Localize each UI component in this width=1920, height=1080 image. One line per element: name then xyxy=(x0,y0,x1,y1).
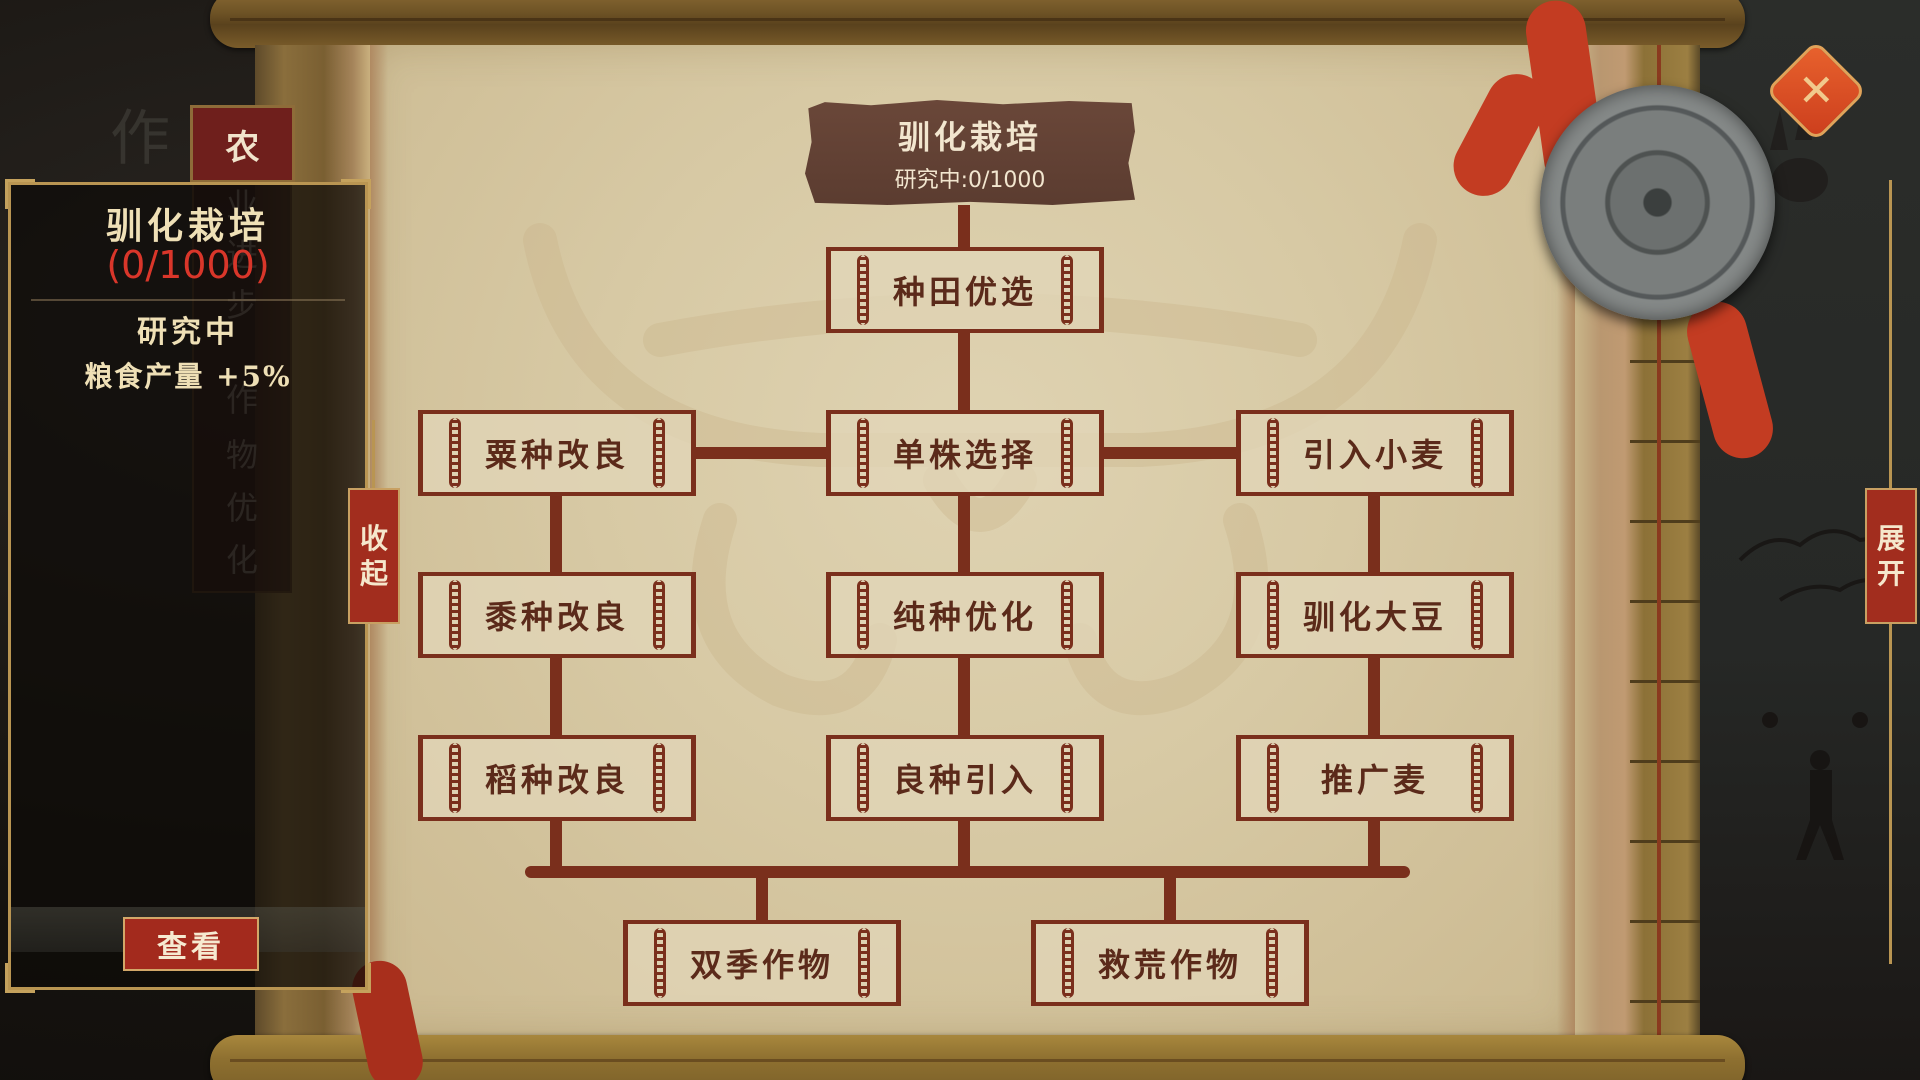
chain-icon xyxy=(1061,418,1073,488)
panel-corner-ornament xyxy=(341,963,371,993)
chain-icon xyxy=(449,580,461,650)
tech-node-danzhu-xuanze[interactable]: 单株选择 xyxy=(826,410,1104,496)
connector-line xyxy=(1104,447,1236,459)
chain-icon xyxy=(1061,255,1073,325)
chain-icon xyxy=(857,418,869,488)
panel-corner-ornament xyxy=(5,179,35,209)
chain-icon xyxy=(449,418,461,488)
chain-icon xyxy=(1267,743,1279,813)
tech-node-yinru-xiaomai[interactable]: 引入小麦 xyxy=(1236,410,1514,496)
rail xyxy=(1889,180,1892,488)
tech-node-xunhua-dadou[interactable]: 驯化大豆 xyxy=(1236,572,1514,658)
tech-node-daozhong-gailiang[interactable]: 稻种改良 xyxy=(418,735,696,821)
plaque-title: 驯化栽培 xyxy=(897,117,1042,156)
scroll-top-rod xyxy=(210,0,1745,48)
connector-line xyxy=(958,821,970,873)
panel-corner-ornament xyxy=(341,179,371,209)
chain-icon xyxy=(1266,928,1278,998)
chain-icon xyxy=(1471,743,1483,813)
chain-icon xyxy=(1471,580,1483,650)
tech-node-chunzhong-youhua[interactable]: 纯种优化 xyxy=(826,572,1104,658)
close-icon: ✕ xyxy=(1797,65,1835,116)
tech-node-liangzhong-yinru[interactable]: 良种引入 xyxy=(826,735,1104,821)
connector-line xyxy=(1368,658,1380,735)
tech-info-panel: 驯化栽培 (0/1000) 研究中 粮食产量 +5% 查看 xyxy=(5,179,371,993)
chain-icon xyxy=(858,928,870,998)
category-tab-agriculture[interactable]: 农 xyxy=(190,105,295,183)
chain-icon xyxy=(1471,418,1483,488)
connector-line xyxy=(550,658,562,735)
view-button[interactable]: 查看 xyxy=(123,917,259,971)
connector-line xyxy=(550,821,562,873)
plaque-status: 研究中:0/1000 xyxy=(894,167,1046,193)
tech-node-jiuhuang-zuowu[interactable]: 救荒作物 xyxy=(1031,920,1309,1006)
selected-tech-name: 驯化栽培 xyxy=(105,205,270,247)
chain-icon xyxy=(1267,418,1279,488)
connector-line xyxy=(1368,496,1380,572)
chain-icon xyxy=(857,255,869,325)
chain-icon xyxy=(653,743,665,813)
chain-icon xyxy=(449,743,461,813)
chain-icon xyxy=(857,580,869,650)
panel-corner-ornament xyxy=(5,963,35,993)
selected-tech-status: 研究中 xyxy=(137,315,239,350)
divider xyxy=(31,299,345,301)
current-research-plaque: 驯化栽培 研究中:0/1000 xyxy=(805,100,1135,205)
selected-tech-effect: 粮食产量 +5% xyxy=(84,360,292,393)
connector-line xyxy=(694,447,826,459)
scroll-bottom-rod xyxy=(210,1035,1745,1080)
chain-icon xyxy=(1061,743,1073,813)
chain-icon xyxy=(654,928,666,998)
expand-button[interactable]: 展 开 xyxy=(1865,488,1917,624)
chain-icon xyxy=(1061,580,1073,650)
rail xyxy=(1889,624,1892,964)
chain-icon xyxy=(1062,928,1074,998)
cave-painting-decoration xyxy=(1738,95,1912,860)
chain-icon xyxy=(653,580,665,650)
connector-line xyxy=(550,496,562,572)
ghost-text-decoration: 作 xyxy=(110,104,170,174)
connector-line xyxy=(1368,821,1380,873)
connector-line xyxy=(958,496,970,572)
chain-icon xyxy=(653,418,665,488)
rope-decoration xyxy=(1657,45,1661,1040)
tech-node-shuangji-zuowu[interactable]: 双季作物 xyxy=(623,920,901,1006)
rail xyxy=(372,420,375,488)
connector-line xyxy=(958,658,970,735)
connector-bus xyxy=(525,866,1410,878)
connector-line xyxy=(958,333,970,410)
collapse-button[interactable]: 收 起 xyxy=(348,488,400,624)
connector-line xyxy=(1164,873,1176,920)
connector-line xyxy=(756,873,768,920)
bronze-mirror-emblem xyxy=(1540,85,1775,320)
chain-icon xyxy=(857,743,869,813)
selected-tech-progress: (0/1000) xyxy=(106,243,270,287)
tech-node-suzhong-gailiang[interactable]: 粟种改良 xyxy=(418,410,696,496)
tech-node-zhongtian-youxuan[interactable]: 种田优选 xyxy=(826,247,1104,333)
chain-icon xyxy=(1267,580,1279,650)
connector-line xyxy=(958,205,970,247)
tech-node-shuzhong-gailiang[interactable]: 黍种改良 xyxy=(418,572,696,658)
tech-node-tuiguang-mai[interactable]: 推广麦 xyxy=(1236,735,1514,821)
